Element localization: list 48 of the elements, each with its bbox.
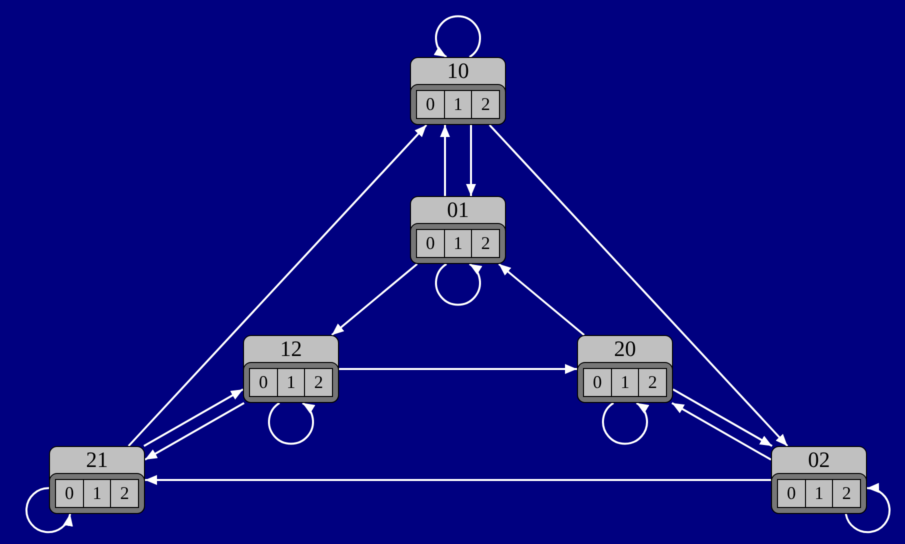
- arrow: [488, 124, 788, 447]
- arrow: [498, 263, 585, 336]
- symbol-cell: 2: [639, 368, 668, 397]
- symbol-cell: 2: [833, 479, 862, 508]
- arrow: [144, 402, 245, 461]
- arrow: [339, 364, 577, 374]
- state-node: [243, 335, 339, 403]
- state-label: 20: [614, 337, 636, 361]
- state-node: [771, 446, 867, 514]
- symbol-cell: 0: [416, 90, 445, 119]
- symbol-cell: 1: [278, 368, 306, 397]
- arrow: [671, 402, 772, 461]
- state-node: [577, 335, 673, 403]
- symbol-cell: 2: [111, 479, 140, 508]
- symbol-cell: 0: [777, 479, 806, 508]
- arrow: [466, 125, 476, 196]
- symbol-cell: 1: [444, 229, 472, 258]
- state-label: 01: [447, 198, 469, 222]
- state-label: 21: [86, 448, 108, 472]
- symbol-cell: 0: [249, 368, 278, 397]
- state-node: [49, 446, 145, 514]
- symbol-cell: 1: [612, 368, 640, 397]
- self-loop-arrow: [435, 263, 482, 306]
- symbol-cell: 2: [305, 368, 334, 397]
- arrow: [145, 475, 771, 485]
- symbol-cell: 0: [583, 368, 612, 397]
- arrow: [143, 388, 244, 447]
- state-label: 10: [447, 59, 469, 83]
- self-loop-arrow: [268, 402, 316, 445]
- self-loop-arrow: [844, 484, 890, 534]
- symbol-cell: 0: [416, 229, 445, 258]
- self-loop-arrow: [602, 402, 650, 445]
- state-label: 02: [808, 448, 830, 472]
- arrow: [440, 125, 450, 196]
- symbol-cell: 1: [444, 90, 472, 119]
- symbol-cell: 1: [806, 479, 834, 508]
- self-loop-arrow: [434, 15, 481, 58]
- state-node: [410, 196, 506, 264]
- state-node: [410, 57, 506, 125]
- symbol-cell: 2: [472, 229, 500, 258]
- symbol-cell: 2: [472, 90, 500, 119]
- symbol-cell: 0: [55, 479, 84, 508]
- state-label: 12: [280, 337, 302, 361]
- symbol-cell: 1: [84, 479, 112, 508]
- arrow: [128, 124, 428, 447]
- arrow: [331, 263, 418, 336]
- self-loop-arrow: [26, 487, 72, 534]
- arrow: [672, 388, 773, 447]
